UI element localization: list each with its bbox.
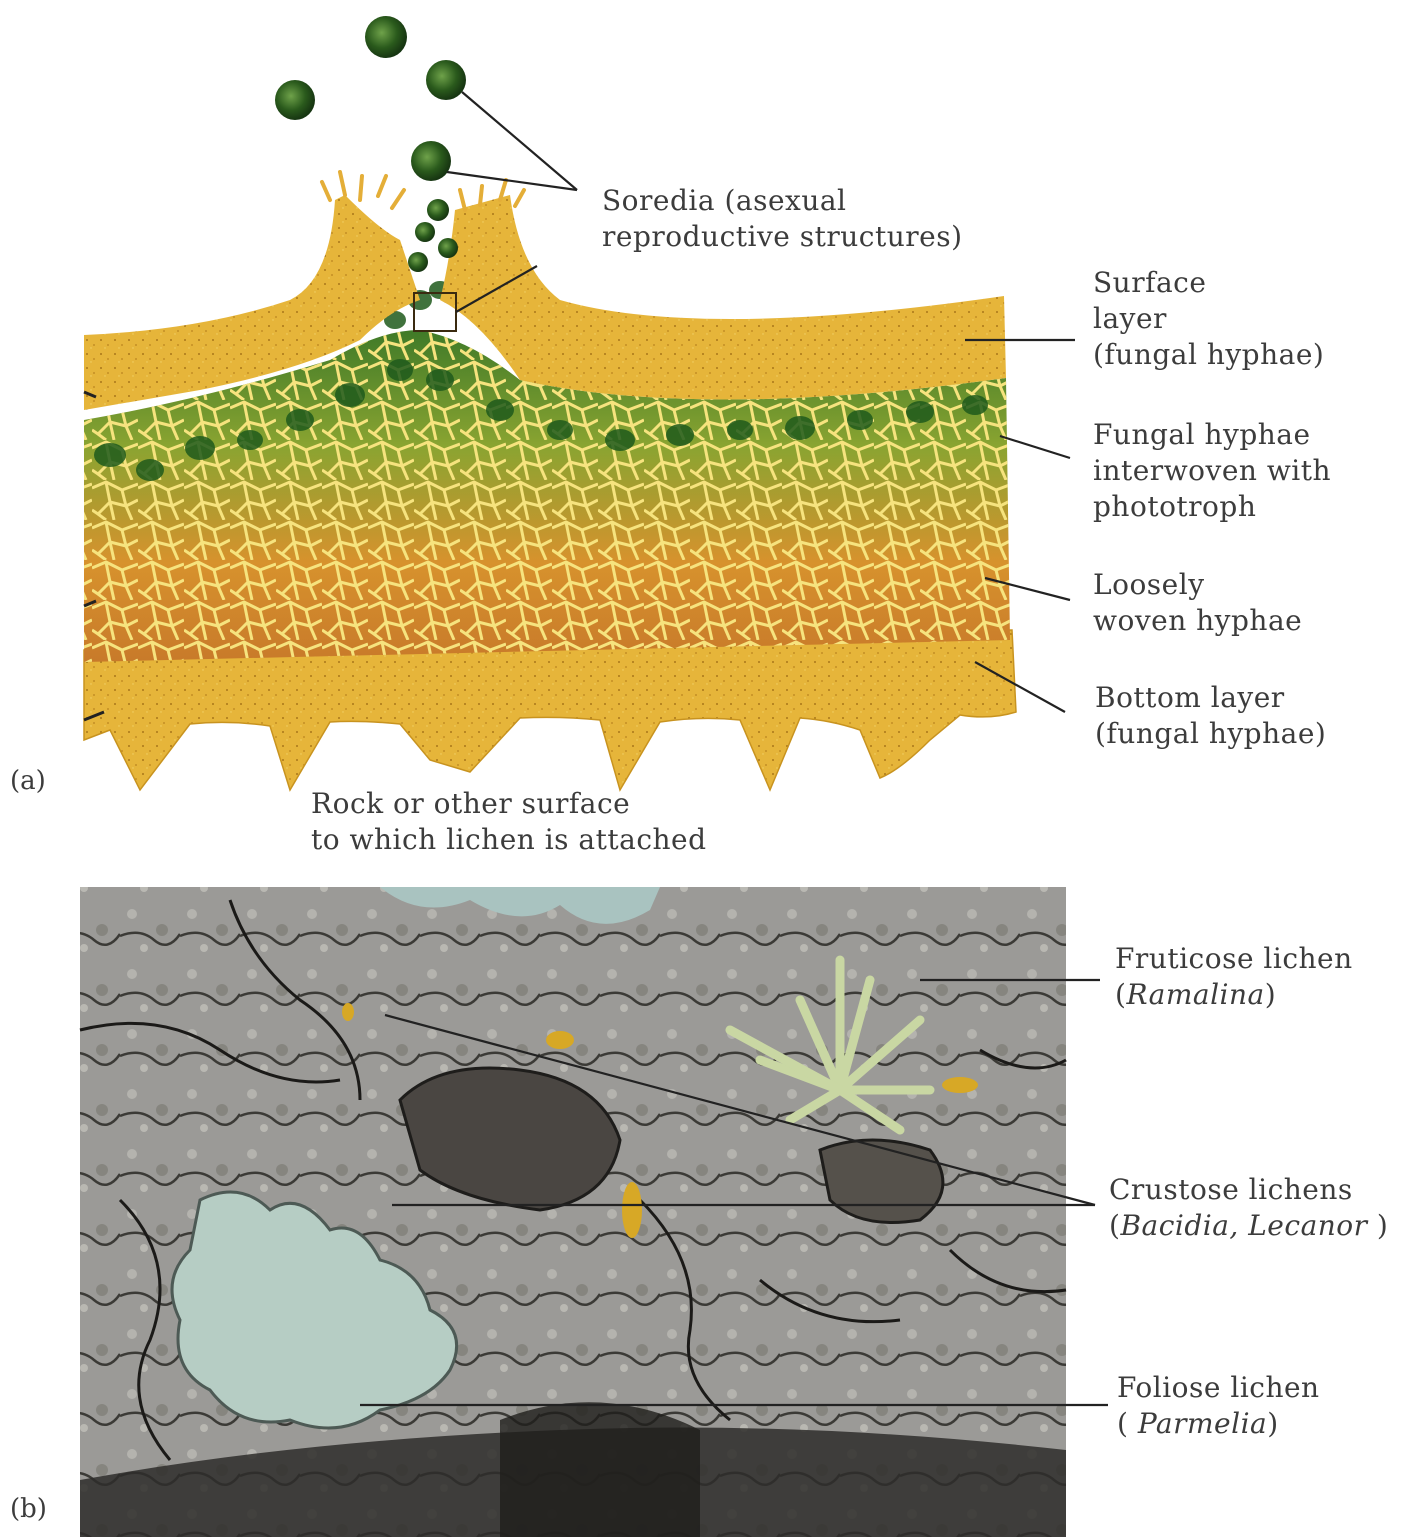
soredium	[438, 238, 458, 258]
loose-label-line1: Loosely	[1093, 567, 1302, 603]
loosely-woven-label: Loosely woven hyphae	[1093, 567, 1302, 639]
bottom-label-line1: Bottom layer	[1095, 680, 1326, 716]
fruticose-genus: Ramalina	[1126, 978, 1264, 1011]
foliose-label-line1: Foliose lichen	[1117, 1370, 1320, 1406]
fruticose-label-line2: (Ramalina)	[1115, 977, 1353, 1013]
soredia-label-line1: Soredia (asexual	[602, 183, 963, 219]
loose-label-line2: woven hyphae	[1093, 603, 1302, 639]
surface-label-line1: Surface	[1093, 265, 1324, 301]
fungal-phototroph-label: Fungal hyphae interwoven with phototroph	[1093, 417, 1331, 525]
surface-layer-label: Surface layer (fungal hyphae)	[1093, 265, 1324, 373]
soredia-label: Soredia (asexual reproductive structures…	[602, 183, 963, 255]
fruticose-label-line1: Fruticose lichen	[1115, 941, 1353, 977]
rock-label-line1: Rock or other surface	[311, 786, 707, 822]
foliose-label: Foliose lichen ( Parmelia)	[1117, 1370, 1320, 1442]
foliose-paren-close: )	[1267, 1407, 1278, 1440]
crustose-paren-close: )	[1368, 1209, 1389, 1242]
panel-b-tag: (b)	[10, 1494, 47, 1524]
fruticose-label: Fruticose lichen (Ramalina)	[1115, 941, 1353, 1013]
fruticose-paren-open: (	[1115, 978, 1126, 1011]
foliose-genus: Parmelia	[1138, 1407, 1267, 1440]
foliose-paren-open: (	[1117, 1407, 1138, 1440]
panel-a-tag: (a)	[10, 766, 46, 796]
bottom-label-line2: (fungal hyphae)	[1095, 716, 1326, 752]
rock-surface-label: Rock or other surface to which lichen is…	[311, 786, 707, 858]
soredium	[427, 199, 449, 221]
soredia-label-line2: reproductive structures)	[602, 219, 963, 255]
soredium	[275, 80, 315, 120]
crustose-label: Crustose lichens (Bacidia, Lecanor )	[1109, 1172, 1388, 1244]
surface-label-line3: (fungal hyphae)	[1093, 337, 1324, 373]
soredium	[426, 60, 466, 100]
lichen-photo	[80, 887, 1066, 1537]
crustose-label-line1: Crustose lichens	[1109, 1172, 1388, 1208]
soredium	[411, 141, 451, 181]
surface-label-line2: layer	[1093, 301, 1324, 337]
crustose-label-line2: (Bacidia, Lecanor )	[1109, 1208, 1388, 1244]
fungal-label-line3: phototroph	[1093, 489, 1331, 525]
soredium	[408, 252, 428, 272]
crustose-paren-open: (	[1109, 1209, 1120, 1242]
rock-label-line2: to which lichen is attached	[311, 822, 707, 858]
bottom-layer-label: Bottom layer (fungal hyphae)	[1095, 680, 1326, 752]
fruticose-paren-close: )	[1265, 978, 1276, 1011]
crustose-genus: Bacidia, Lecanor	[1120, 1209, 1367, 1242]
soredium	[415, 222, 435, 242]
soredium	[365, 16, 407, 58]
foliose-label-line2: ( Parmelia)	[1117, 1406, 1320, 1442]
fungal-label-line1: Fungal hyphae	[1093, 417, 1331, 453]
fungal-label-line2: interwoven with	[1093, 453, 1331, 489]
